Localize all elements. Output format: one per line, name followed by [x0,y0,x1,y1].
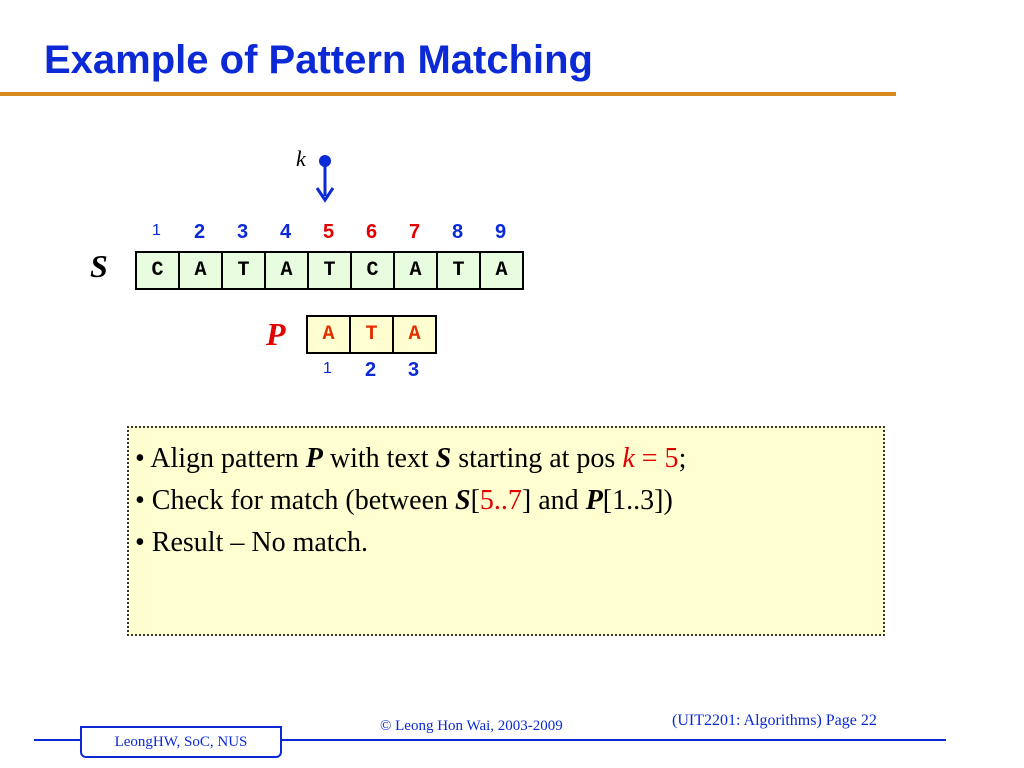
footer-copyright: © Leong Hon Wai, 2003-2009 [380,718,563,734]
text-symbol: S [455,485,471,516]
index-label: 5 [322,221,335,243]
pattern-symbol: P [585,485,603,516]
bullet-result: • Result – No match. [135,527,368,558]
char-cell: A [306,315,351,354]
range-value: 5..7 [479,485,522,516]
bullet-text: with text [322,443,436,474]
pointer-k-label: k [296,146,306,171]
explanation-box: • Align pattern P with text S starting a… [127,426,885,636]
bullet-align: • Align pattern P with text S starting a… [135,438,883,480]
index-label: 2 [193,221,206,243]
index-label: 3 [407,359,420,381]
k-value: = 5 [634,443,679,474]
footer-author-tab: LeongHW, SoC, NUS [80,726,282,758]
char-cell: A [393,251,438,290]
index-label: 3 [236,221,249,243]
bullet-text: • Check for match (between [135,485,456,516]
char-cell: T [436,251,481,290]
bullet-check: • Check for match (between S[5..7] and P… [135,480,883,522]
char-cell: A [392,315,437,354]
index-label: 8 [451,221,464,243]
bullet-text: ; [678,443,687,474]
pattern-symbol: P [305,443,323,474]
char-cell: C [350,251,395,290]
slide-title: Example of Pattern Matching [44,38,593,82]
char-cell: A [178,251,223,290]
index-label: 2 [364,359,377,381]
char-cell: T [221,251,266,290]
char-cell: T [307,251,352,290]
k-symbol: k [622,443,635,474]
char-cell: C [135,251,180,290]
bullet-text: starting at pos [451,443,623,474]
index-label: 9 [494,221,507,243]
s-label: S [90,248,108,284]
footer-rule [34,739,946,741]
char-cell: T [349,315,394,354]
pointer-arrow-icon [315,155,335,203]
bullet-text: [ [470,485,480,516]
char-cell: A [264,251,309,290]
index-label: 7 [408,221,421,243]
footer-page-number: (UIT2201: Algorithms) Page 22 [672,712,877,729]
bullet-text: • Align pattern [135,443,306,474]
index-label: 1 [152,222,161,239]
index-label: 6 [365,221,378,243]
bullet-text: ] and [521,485,586,516]
bullet-text: [1..3]) [602,485,673,516]
index-label: 4 [279,221,292,243]
char-cell: A [479,251,524,290]
index-label: 1 [323,360,332,377]
title-underline [0,92,896,96]
text-symbol: S [435,443,452,474]
p-label: P [266,316,286,352]
